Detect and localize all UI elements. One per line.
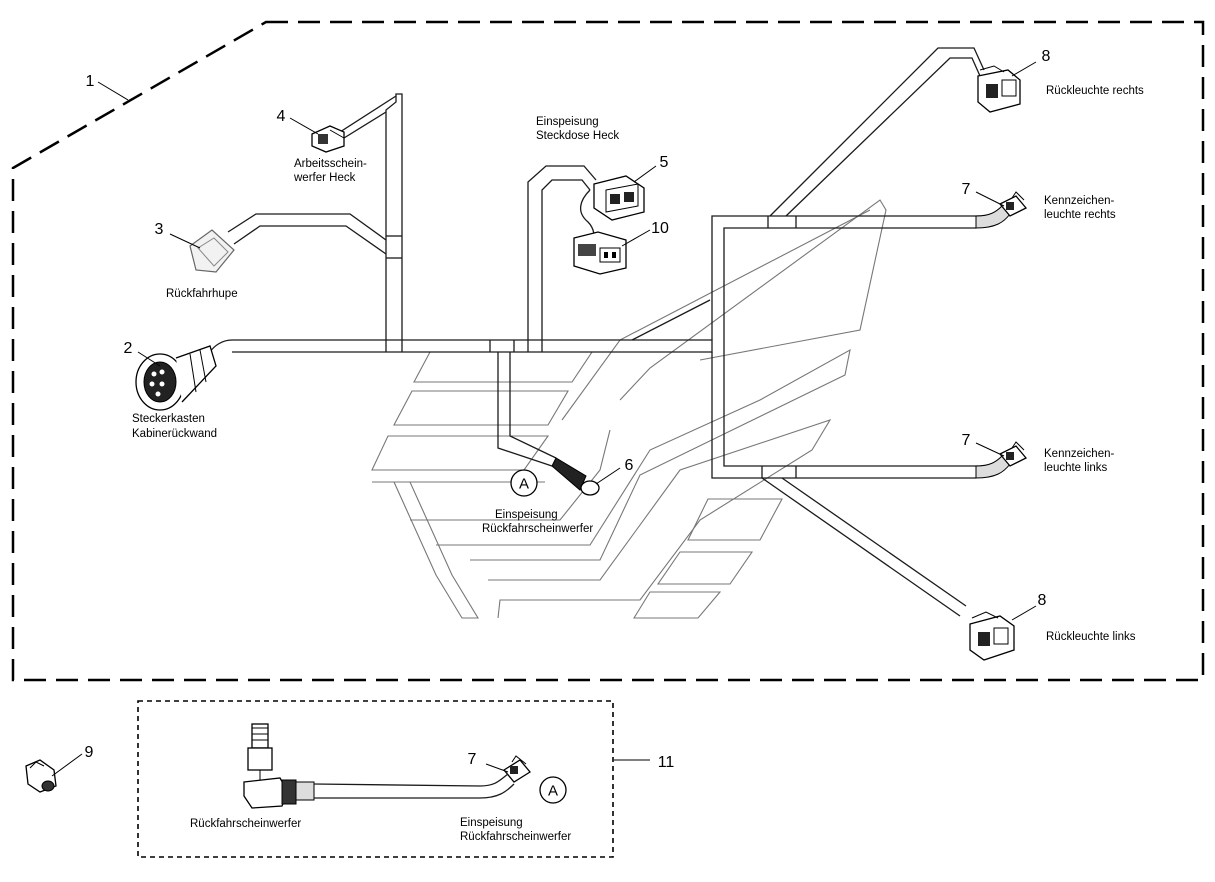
- svg-text:A: A: [519, 476, 529, 493]
- harness-frame-1: [11, 20, 1205, 682]
- label-kennzeichen-links-2: leuchte links: [1044, 462, 1108, 474]
- label-rueckleuchte-rechts: Rückleuchte rechts: [1046, 85, 1144, 97]
- connector-7-reverse-light-feed: [503, 755, 531, 783]
- harness-frame-11: [137, 700, 614, 858]
- connector-10: [573, 231, 627, 275]
- label-steckerkasten-2: Kabinerückwand: [132, 428, 217, 440]
- callout-7-middle: 7: [962, 432, 971, 449]
- label-einspeisung-rueckfahr-b-1: Einspeisung: [460, 817, 523, 829]
- callout-7-lower: 7: [468, 751, 477, 768]
- label-einspeisung-rueckfahr-b-2: Rückfahrscheinwerfer: [460, 831, 571, 843]
- label-kennzeichen-rechts-2: leuchte rechts: [1044, 209, 1116, 221]
- label-einspeisung-steckdose-1: Einspeisung: [536, 116, 599, 128]
- connector-2-round-plug: [135, 345, 217, 411]
- callout-9: 9: [85, 744, 94, 761]
- callout-4: 4: [277, 108, 286, 125]
- leader-lines: [51, 61, 1037, 777]
- label-arbeitsscheinwerfer-1: Arbeitsschein-: [294, 158, 367, 170]
- label-rueckfahrhupe: Rückfahrhupe: [166, 288, 238, 300]
- callout-8-lower: 8: [1038, 592, 1047, 609]
- label-arbeitsscheinwerfer-2: werfer Heck: [293, 172, 356, 184]
- reverse-light-wire: [313, 773, 515, 799]
- label-rueckfahrscheinwerfer: Rückfahrscheinwerfer: [190, 818, 301, 830]
- svg-text:A: A: [548, 783, 558, 800]
- connector-5-socket-feed: [593, 175, 645, 221]
- callout-7-upper: 7: [962, 181, 971, 198]
- callout-8-upper: 8: [1042, 48, 1051, 65]
- label-einspeisung-rueckfahr-2: Rückfahrscheinwerfer: [482, 523, 593, 535]
- label-einspeisung-steckdose-2: Steckdose Heck: [536, 130, 619, 142]
- label-rueckleuchte-links: Rückleuchte links: [1046, 631, 1136, 643]
- connector-7-plate-light-left: [975, 441, 1028, 479]
- reverse-light-assembly: [243, 723, 315, 809]
- callout-5: 5: [660, 154, 669, 171]
- label-kennzeichen-links-1: Kennzeichen-: [1044, 448, 1114, 460]
- label-einspeisung-rueckfahr-1: Einspeisung: [495, 509, 558, 521]
- label-kennzeichen-rechts-1: Kennzeichen-: [1044, 195, 1114, 207]
- callout-11: 11: [658, 754, 675, 771]
- connector-8-tail-light-right: [977, 65, 1021, 113]
- callout-3: 3: [155, 221, 164, 238]
- callout-10: 10: [651, 220, 669, 237]
- callout-6: 6: [625, 457, 634, 474]
- connector-8-tail-light-left: [969, 611, 1015, 661]
- reference-marker-a2: A: [539, 776, 567, 804]
- connector-7-plate-light-right: [975, 191, 1028, 229]
- label-steckerkasten-1: Steckerkasten: [132, 413, 205, 425]
- clip-9: [25, 759, 57, 793]
- connector-6-reverse-light-feed: [551, 457, 600, 496]
- connector-3-horn: [189, 229, 235, 273]
- connector-4-work-light: [311, 125, 345, 153]
- callout-1: 1: [86, 73, 95, 90]
- callout-2: 2: [124, 340, 133, 357]
- harness-wires: [209, 47, 985, 617]
- reference-marker-a1: A: [510, 469, 538, 497]
- chassis-outline: [371, 199, 887, 619]
